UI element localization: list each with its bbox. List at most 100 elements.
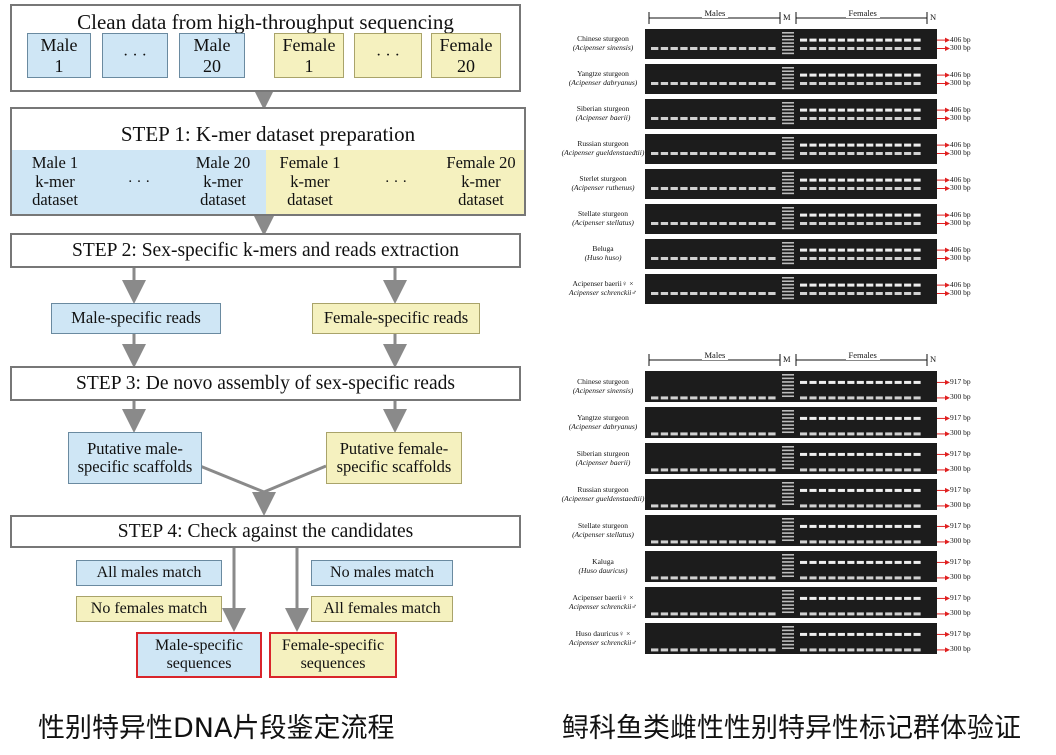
bp-arrows: [937, 72, 950, 86]
bp-label-lower: 300 bp: [950, 113, 971, 122]
kmer-cell-female-ellipsis: · · ·: [354, 150, 438, 214]
male-specific-sequences-box: Male-specific sequences: [136, 632, 262, 678]
all-males-match-box: All males match: [76, 560, 222, 586]
bp-label-lower: 300 bp: [950, 183, 971, 192]
species-common-name: Acipenser baerii♀ ×: [572, 279, 634, 288]
species-common-name: Sterlet sturgeon: [579, 174, 627, 183]
species-latin-name: (Acipenser sinensis): [572, 43, 634, 53]
bp-label-upper: 406 bp: [950, 279, 971, 289]
bp-arrows: [937, 177, 950, 191]
all-females-match-box: All females match: [311, 596, 453, 622]
gel-image: [645, 64, 937, 94]
bp-label-upper: 917 bp: [950, 412, 971, 422]
species-common-name: Stellate sturgeon: [577, 209, 629, 218]
bp-label-upper: 917 bp: [950, 376, 971, 386]
gel-image: [645, 587, 937, 618]
species-label: Russian sturgeon(Acipenser gueldenstaedt…: [560, 485, 646, 504]
flow-connectors: [122, 86, 407, 632]
species-latin-name: (Acipenser stellatus): [572, 218, 634, 228]
sample-cell-male-1: Male 1: [27, 33, 91, 78]
species-label: Siberian sturgeon(Acipenser baerii): [560, 449, 646, 468]
merge-lines: [199, 464, 327, 494]
species-label: Beluga(Huso huso): [560, 244, 646, 263]
species-label: Chinese sturgeon(Acipenser sinensis): [560, 377, 646, 396]
species-common-name: Siberian sturgeon: [576, 104, 630, 113]
bp-label-upper: 406 bp: [950, 139, 971, 149]
bp-label-upper: 406 bp: [950, 244, 971, 254]
species-label: Yangtze sturgeon(Acipenser dabryanus): [560, 413, 646, 432]
gel-image: [645, 479, 937, 510]
bp-label-upper: 917 bp: [950, 556, 971, 566]
bp-label-upper: 406 bp: [950, 174, 971, 184]
gel-image: [645, 239, 937, 269]
bp-label-upper: 917 bp: [950, 448, 971, 458]
species-common-name: Russian sturgeon: [577, 139, 629, 148]
bp-label-lower: 300 bp: [950, 536, 971, 546]
no-males-match-box: No males match: [311, 560, 453, 586]
step2-title: STEP 2: Sex-specific k-mers and reads ex…: [72, 239, 459, 261]
step3-title: STEP 3: De novo assembly of sex-specific…: [76, 372, 455, 394]
step1-title: STEP 1: K-mer dataset preparation: [120, 122, 416, 146]
step4-title: STEP 4: Check against the candidates: [117, 520, 414, 542]
bp-arrows: [937, 451, 950, 473]
species-latin-name: (Acipenser dabryanus): [568, 78, 638, 88]
species-common-name: Acipenser baerii♀ ×: [572, 592, 634, 602]
step3-box: STEP 3: De novo assembly of sex-specific…: [10, 366, 521, 401]
gel-image: [645, 99, 937, 129]
bp-label-lower: 300 bp: [950, 288, 971, 297]
bp-label-lower: 300 bp: [950, 608, 971, 618]
step2-box: STEP 2: Sex-specific k-mers and reads ex…: [10, 233, 521, 268]
species-latin-name: (Huso huso): [584, 253, 622, 263]
sample-cell-female-1: Female 1: [274, 33, 344, 78]
gel-header-brackets: [648, 12, 928, 24]
bp-arrows: [937, 107, 950, 121]
gel-header-negative: N: [930, 12, 937, 22]
bp-label-lower: 300 bp: [950, 500, 971, 510]
species-common-name: Chinese sturgeon: [577, 34, 629, 43]
male-specific-reads-box: Male-specific reads: [51, 303, 221, 334]
species-common-name: Stellate sturgeon: [577, 520, 629, 530]
species-common-name: Chinese sturgeon: [577, 376, 629, 386]
sample-cell-female-ellipsis: · · ·: [354, 33, 422, 78]
species-label: Russian sturgeon(Acipenser gueldenstaedt…: [560, 139, 646, 158]
species-latin-name: Acipenser schrenckii♂: [568, 637, 638, 647]
species-latin-name: (Acipenser ruthenus): [571, 183, 635, 193]
bp-label-lower: 300 bp: [950, 428, 971, 438]
gel-header-females: Females: [845, 8, 880, 18]
female-specific-reads-box: Female-specific reads: [312, 303, 480, 334]
species-common-name: Kaluga: [592, 556, 614, 566]
species-latin-name: (Acipenser sinensis): [572, 385, 634, 395]
no-females-match-box: No females match: [76, 596, 222, 622]
gel-image: [645, 274, 937, 304]
bp-arrows: [937, 379, 950, 401]
gel-header-marker: M: [783, 354, 791, 364]
gel-header-males: Males: [701, 8, 729, 18]
bp-label-upper: 406 bp: [950, 209, 971, 219]
kmer-cell-male-ellipsis: · · ·: [98, 150, 180, 214]
female-scaffolds-box: Putative female- specific scaffolds: [326, 432, 462, 484]
sample-cell-female-20: Female 20: [431, 33, 501, 78]
species-label: Huso dauricus♀ ×Acipenser schrenckii♂: [560, 629, 646, 648]
species-latin-name: (Acipenser stellatus): [572, 529, 634, 539]
female-specific-sequences-box: Female-specific sequences: [269, 632, 397, 678]
gel-header-males: Males: [701, 350, 729, 360]
kmer-cell-female-1: Female 1 k-mer dataset: [266, 150, 354, 214]
species-latin-name: (Acipenser baerii): [575, 457, 631, 467]
male-scaffolds-box: Putative male- specific scaffolds: [68, 432, 202, 484]
bp-arrows: [937, 415, 950, 437]
gel-header-marker: M: [783, 12, 791, 22]
bp-arrows: [937, 37, 950, 51]
input-data-title: Clean data from high-throughput sequenci…: [77, 10, 454, 34]
gel-image: [645, 407, 937, 438]
bp-label-lower: 300 bp: [950, 78, 971, 87]
bp-label-lower: 300 bp: [950, 218, 971, 227]
species-label: Stellate sturgeon(Acipenser stellatus): [560, 209, 646, 228]
bp-label-lower: 300 bp: [950, 644, 971, 654]
bp-label-upper: 917 bp: [950, 628, 971, 638]
species-label: Acipenser baerii♀ ×Acipenser schrenckii♂: [560, 593, 646, 612]
gel-header-negative: N: [930, 354, 937, 364]
kmer-cell-male-1: Male 1 k-mer dataset: [12, 150, 98, 214]
bp-arrows: [937, 523, 950, 545]
sample-cell-male-20: Male 20: [179, 33, 245, 78]
species-common-name: Beluga: [592, 244, 614, 253]
